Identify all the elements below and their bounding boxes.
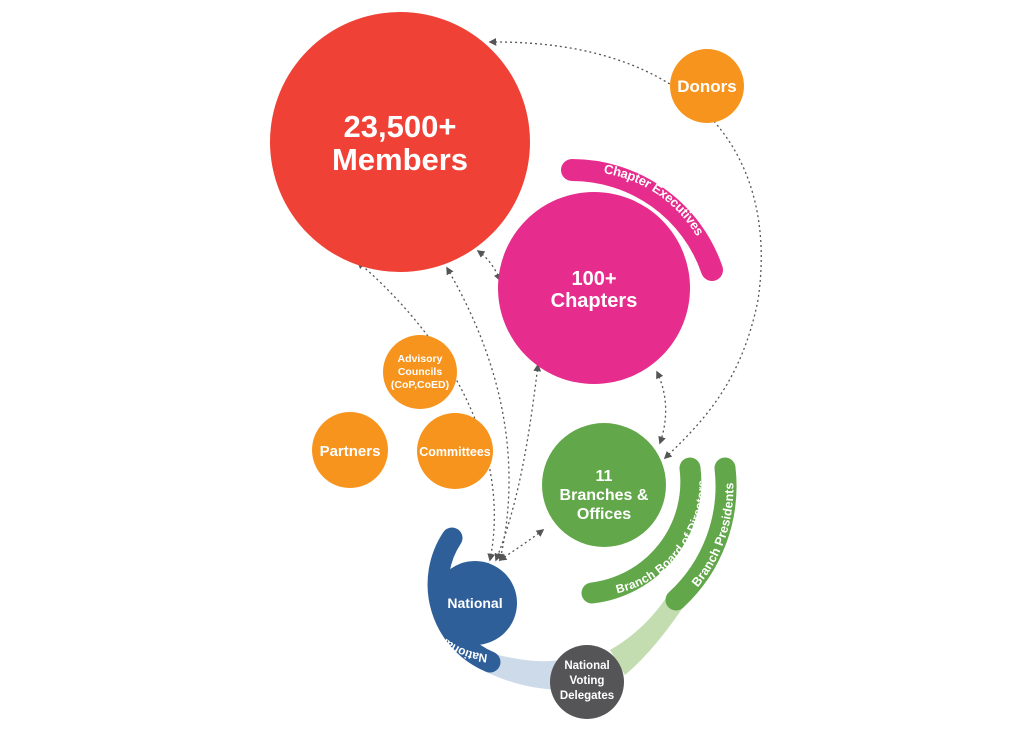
committees-node: Committees	[417, 413, 493, 489]
branches-label-line2: Branches &	[560, 487, 649, 504]
members-node: 23,500+ Members	[270, 12, 530, 272]
branches-count: 11	[596, 468, 613, 485]
connector-chapters-national	[494, 363, 542, 562]
donors-label: Donors	[677, 77, 737, 96]
partners-node: Partners	[312, 412, 388, 488]
chapters-count: 100+	[571, 268, 616, 290]
delegates-line1: National	[564, 660, 609, 672]
advisory-line3: (CoP,CoED)	[391, 379, 449, 391]
donors-node: Donors	[670, 49, 744, 123]
committees-label: Committees	[419, 445, 491, 459]
connector-members-national-outer	[356, 260, 496, 562]
advisory-line1: Advisory	[398, 353, 443, 365]
connector-members-chapters	[476, 250, 502, 282]
branches-label-line3: Offices	[577, 506, 631, 523]
members-label: Members	[332, 142, 468, 177]
national-node: National	[433, 561, 517, 645]
connector-national-branches	[498, 529, 545, 561]
delegates-line3: Delegates	[560, 690, 614, 702]
advisory-councils-node: Advisory Councils (CoP,CoED)	[383, 335, 457, 409]
branches-node: 11 Branches & Offices	[542, 423, 666, 547]
delegates-line2: Voting	[570, 675, 605, 687]
connector-chapters-branches	[656, 370, 667, 445]
national-label: National	[447, 595, 502, 611]
branches-delegates-band	[610, 595, 688, 675]
members-count: 23,500+	[344, 109, 457, 144]
advisory-line2: Councils	[398, 366, 442, 378]
delegates-node: National Voting Delegates	[550, 645, 624, 719]
partners-label: Partners	[320, 443, 381, 460]
chapters-node: 100+ Chapters	[498, 192, 690, 384]
chapters-label: Chapters	[551, 290, 638, 312]
